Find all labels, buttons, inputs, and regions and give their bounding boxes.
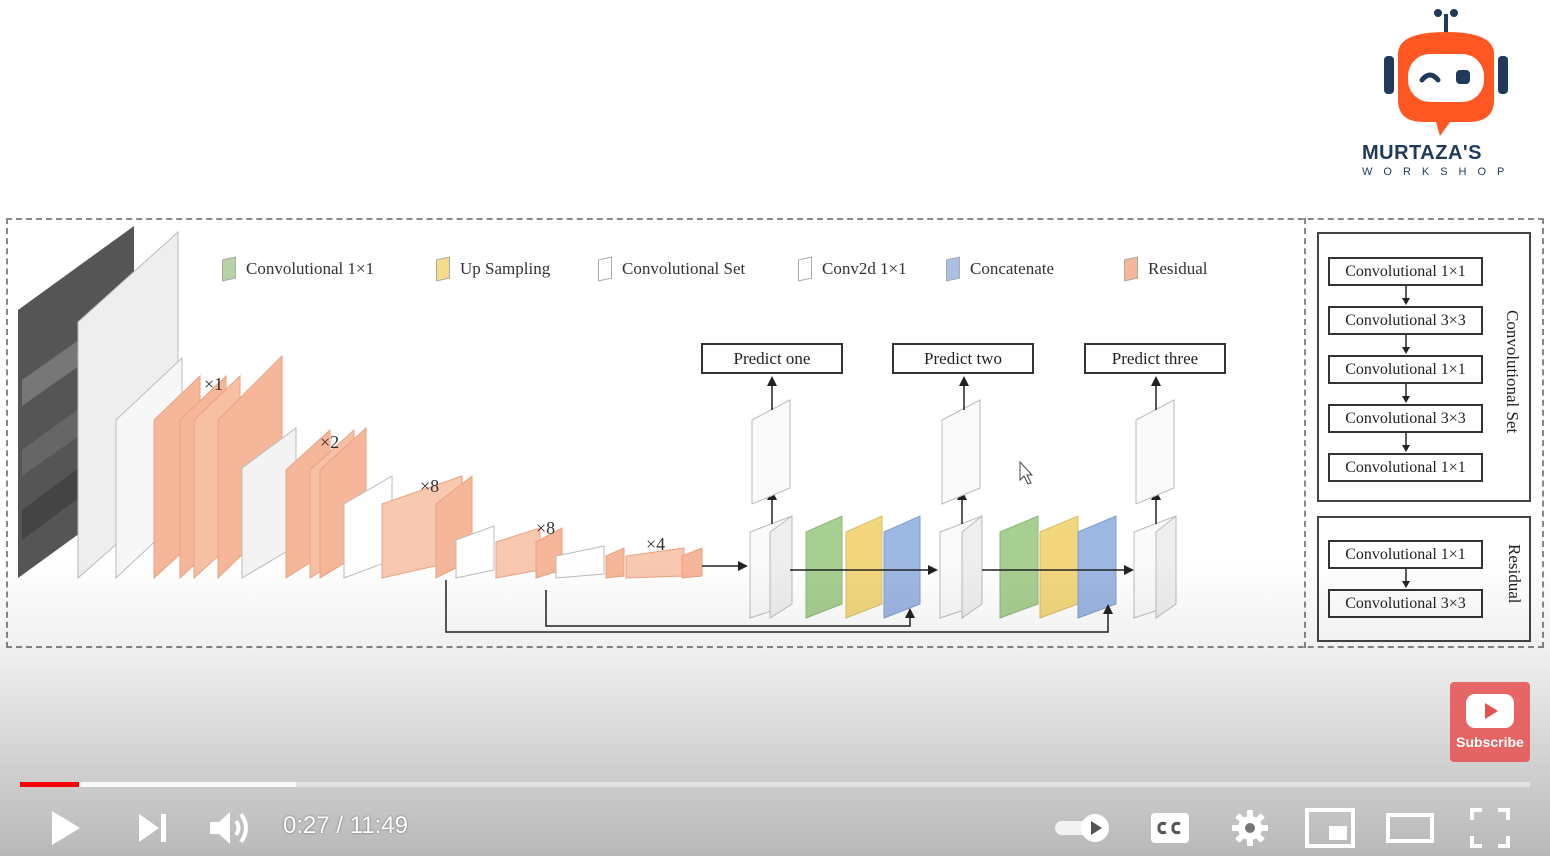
autoplay-toggle[interactable] (1052, 804, 1112, 852)
skip-next-icon (135, 812, 169, 844)
volume-button[interactable] (204, 804, 256, 852)
played-bar (20, 782, 79, 787)
fullscreen-icon (1470, 808, 1510, 848)
fullscreen-button[interactable] (1466, 804, 1514, 852)
autoplay-icon (1053, 813, 1111, 843)
captions-button[interactable] (1146, 804, 1194, 852)
next-button[interactable] (128, 804, 176, 852)
captions-icon (1149, 811, 1191, 845)
miniplayer-icon (1305, 808, 1355, 848)
volume-icon (206, 808, 254, 848)
youtube-icon (1466, 694, 1514, 728)
gear-icon (1231, 809, 1269, 847)
subscribe-label: Subscribe (1456, 734, 1524, 750)
time-display: 0:27 / 11:49 (283, 812, 408, 840)
subscribe-button[interactable]: Subscribe (1450, 682, 1530, 762)
theater-icon (1386, 813, 1434, 843)
miniplayer-button[interactable] (1304, 804, 1356, 852)
play-button[interactable] (40, 804, 90, 852)
panel-arrows (0, 0, 1550, 650)
play-icon (48, 809, 82, 847)
progress-bar[interactable] (20, 782, 1530, 787)
settings-button[interactable] (1226, 804, 1274, 852)
theater-mode-button[interactable] (1384, 804, 1436, 852)
